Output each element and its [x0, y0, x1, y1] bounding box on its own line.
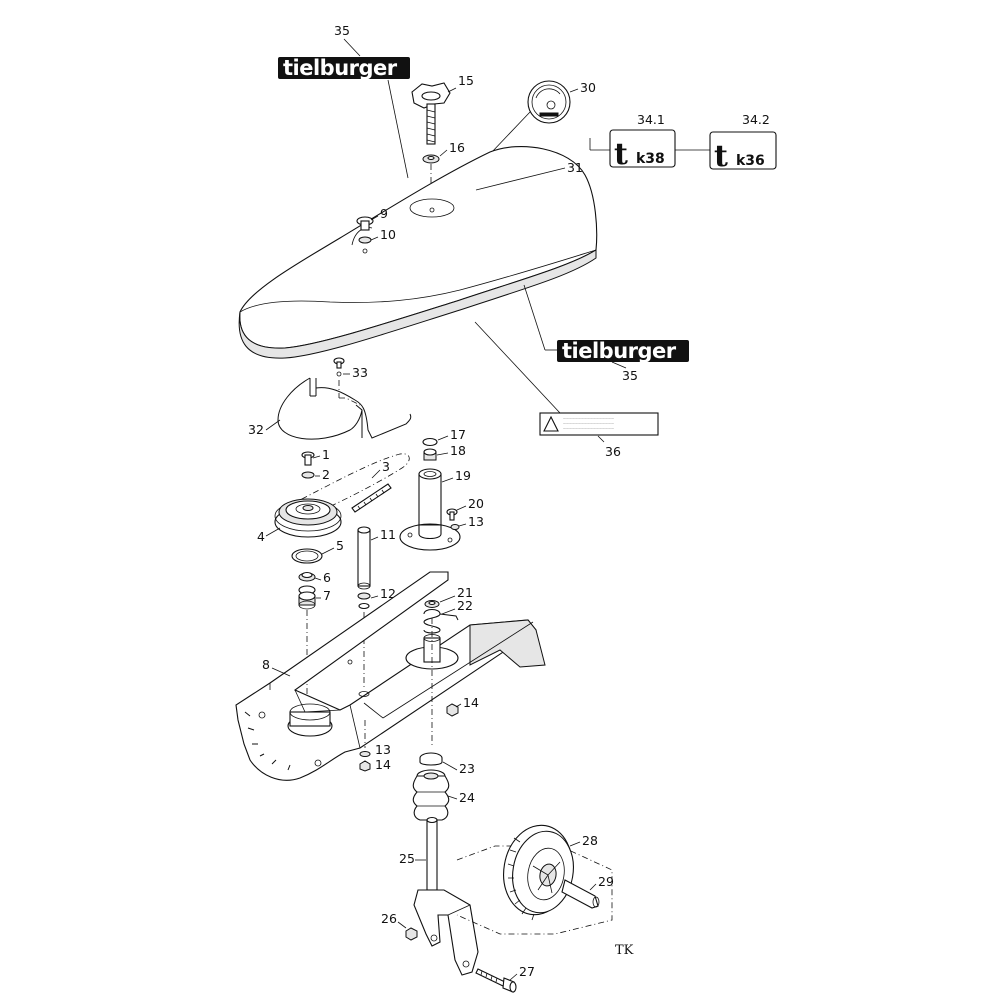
label-17: 17: [450, 427, 466, 442]
label-30: 30: [580, 80, 596, 95]
brand-decal-top: tielburger: [278, 56, 410, 80]
label-28: 28: [582, 833, 598, 848]
bracket-screw: [333, 357, 345, 377]
spring-washer: [424, 600, 440, 608]
clamp-ring: [291, 548, 323, 564]
model-badge-k36: t k36: [709, 131, 777, 174]
label-22: 22: [457, 598, 473, 613]
drive-key: [351, 483, 392, 513]
label-32: 32: [248, 422, 264, 437]
label-11: 11: [380, 527, 396, 542]
label-21: 21: [457, 585, 473, 600]
sleeve-screw: [446, 508, 460, 530]
label-10: 10: [380, 227, 396, 242]
svg-text:—————————————————: —————————————————: [563, 426, 614, 430]
label-33: 33: [352, 365, 368, 380]
rubber-damper: [412, 769, 450, 821]
label-9: 9: [380, 206, 388, 221]
bushing: [298, 571, 316, 582]
wheel-fork: [413, 816, 479, 976]
bearing: [423, 448, 437, 461]
base-plate: [235, 571, 546, 781]
washer-nut-bottom: [359, 751, 371, 772]
label-1: 1: [322, 447, 330, 462]
label-24: 24: [459, 790, 475, 805]
drawing-code: TK: [615, 943, 634, 958]
hex-nut-right: [446, 703, 459, 717]
label-16: 16: [449, 140, 465, 155]
svg-text:—————————————————: —————————————————: [563, 416, 614, 420]
label-5: 5: [336, 538, 344, 553]
label-29: 29: [598, 874, 614, 889]
label-27: 27: [519, 964, 535, 979]
wire-bracket: [277, 377, 412, 440]
label-13-top: 13: [468, 514, 484, 529]
label-36: 36: [605, 444, 621, 459]
wheel: [456, 824, 613, 935]
label-8: 8: [262, 657, 270, 672]
badge-k36-model: k36: [736, 153, 765, 169]
label-3: 3: [382, 459, 390, 474]
label-25: 25: [399, 851, 415, 866]
hood-screw: [356, 216, 374, 254]
badge-k36-letter: t: [714, 139, 728, 174]
label-35-side: 35: [622, 368, 638, 383]
spacer-rod: [357, 526, 371, 590]
cover-hood: [238, 146, 598, 359]
label-23: 23: [459, 761, 475, 776]
label-31: 31: [567, 160, 583, 175]
model-badge-k38: t k38: [609, 129, 676, 172]
brand-decal-top-text: tielburger: [283, 56, 398, 80]
label-34-2: 34.2: [742, 112, 770, 127]
bearing-sleeve: [399, 468, 461, 551]
label-4: 4: [257, 529, 265, 544]
label-20: 20: [468, 496, 484, 511]
label-13-bottom: 13: [375, 742, 391, 757]
belt-pulley: [274, 498, 342, 538]
label-7: 7: [323, 588, 331, 603]
brand-decal-side-text: tielburger: [562, 339, 677, 363]
wheel-axle: [561, 879, 600, 909]
label-18: 18: [450, 443, 466, 458]
label-35-top: 35: [334, 23, 350, 38]
gauge-decal: [527, 80, 571, 124]
badge-k38-letter: t: [614, 137, 628, 172]
spacer-washer: [357, 592, 371, 610]
warning-decal: ————————————————— ————————————————— ————…: [539, 412, 659, 436]
label-14-bottom: 14: [375, 757, 391, 772]
ball-bearing: [298, 585, 316, 610]
label-34-1: 34.1: [637, 112, 665, 127]
compression-spring: [423, 609, 459, 634]
label-19: 19: [455, 468, 471, 483]
badge-k38-model: k38: [636, 151, 665, 167]
brand-decal-side: tielburger: [557, 339, 689, 363]
label-12: 12: [380, 586, 396, 601]
label-15: 15: [458, 73, 474, 88]
label-2: 2: [322, 467, 330, 482]
fork-nut: [405, 927, 418, 941]
fork-bolt: [475, 968, 517, 993]
svg-text:—————————————————: —————————————————: [563, 421, 614, 425]
pulley-screw: [301, 451, 315, 479]
label-26: 26: [381, 911, 397, 926]
label-6: 6: [323, 570, 331, 585]
support-ring: [419, 752, 443, 766]
knob-screw: [411, 82, 451, 164]
label-14-right: 14: [463, 695, 479, 710]
retaining-ring: [422, 437, 438, 447]
